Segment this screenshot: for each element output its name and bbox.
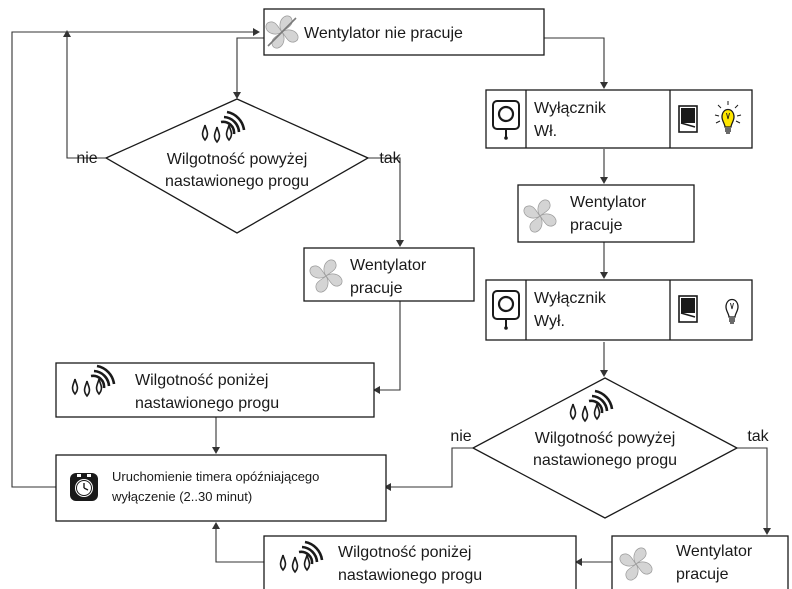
no-label-left: nie	[76, 150, 97, 167]
decision-left-line1: Wilgotność powyżej	[167, 151, 308, 168]
node-humidity-below-left: Wilgotność poniżej nastawionego progu	[55, 362, 375, 418]
switch-off-line1: Wyłącznik	[534, 290, 607, 307]
yes-label-left: tak	[379, 150, 401, 167]
timer-line2: wyłączenie (2..30 minut)	[111, 489, 252, 504]
switch-on-line1: Wyłącznik	[534, 100, 607, 117]
switch-off-line2: Wył.	[534, 313, 565, 330]
timer-icon	[69, 472, 99, 502]
node-fan-on-right: Wentylator pracuje	[517, 184, 695, 243]
decision-humidity-above-left: Wilgotność powyżej nastawionego progu	[104, 98, 370, 234]
no-label-right: nie	[450, 428, 471, 445]
decision-humidity-above-right: Wilgotność powyżej nastawionego progu	[471, 377, 739, 519]
decision-right-line2: nastawionego progu	[533, 452, 677, 469]
fan-on-bottom-line2: pracuje	[676, 566, 729, 583]
fan-on-bottom-line1: Wentylator	[676, 543, 753, 560]
node-switch-on: Wyłącznik Wł.	[485, 89, 753, 149]
node-fan-off: Wentylator nie pracuje	[263, 8, 545, 56]
fan-off-label: Wentylator nie pracuje	[304, 25, 463, 42]
fan-on-left-line1: Wentylator	[350, 257, 427, 274]
decision-left-line2: nastawionego progu	[165, 173, 309, 190]
node-timer: Uruchomienie timera opóźniającego wyłącz…	[55, 454, 387, 522]
humidity-low-bottom-line2: nastawionego progu	[338, 567, 482, 584]
connectors	[11, 28, 771, 566]
node-fan-on-bottom: Wentylator pracuje	[611, 535, 789, 589]
node-humidity-below-bottom: Wilgotność poniżej nastawionego progu	[263, 535, 577, 589]
decision-right-line1: Wilgotność powyżej	[535, 430, 676, 447]
node-fan-on-left: Wentylator pracuje	[303, 247, 475, 302]
humidity-low-bottom-line1: Wilgotność poniżej	[338, 544, 471, 561]
light-switch-on-icon	[678, 101, 742, 134]
switch-on-line2: Wł.	[534, 123, 557, 140]
humidity-low-left-line2: nastawionego progu	[135, 395, 279, 412]
yes-label-right: tak	[747, 428, 769, 445]
fan-off-icon	[265, 15, 299, 49]
node-switch-off: Wyłącznik Wył.	[485, 279, 753, 341]
timer-line1: Uruchomienie timera opóźniającego	[112, 469, 319, 484]
fan-on-left-line2: pracuje	[350, 280, 403, 297]
fan-on-right-line1: Wentylator	[570, 194, 647, 211]
fan-on-right-line2: pracuje	[570, 217, 623, 234]
humidity-low-left-line1: Wilgotność poniżej	[135, 372, 268, 389]
